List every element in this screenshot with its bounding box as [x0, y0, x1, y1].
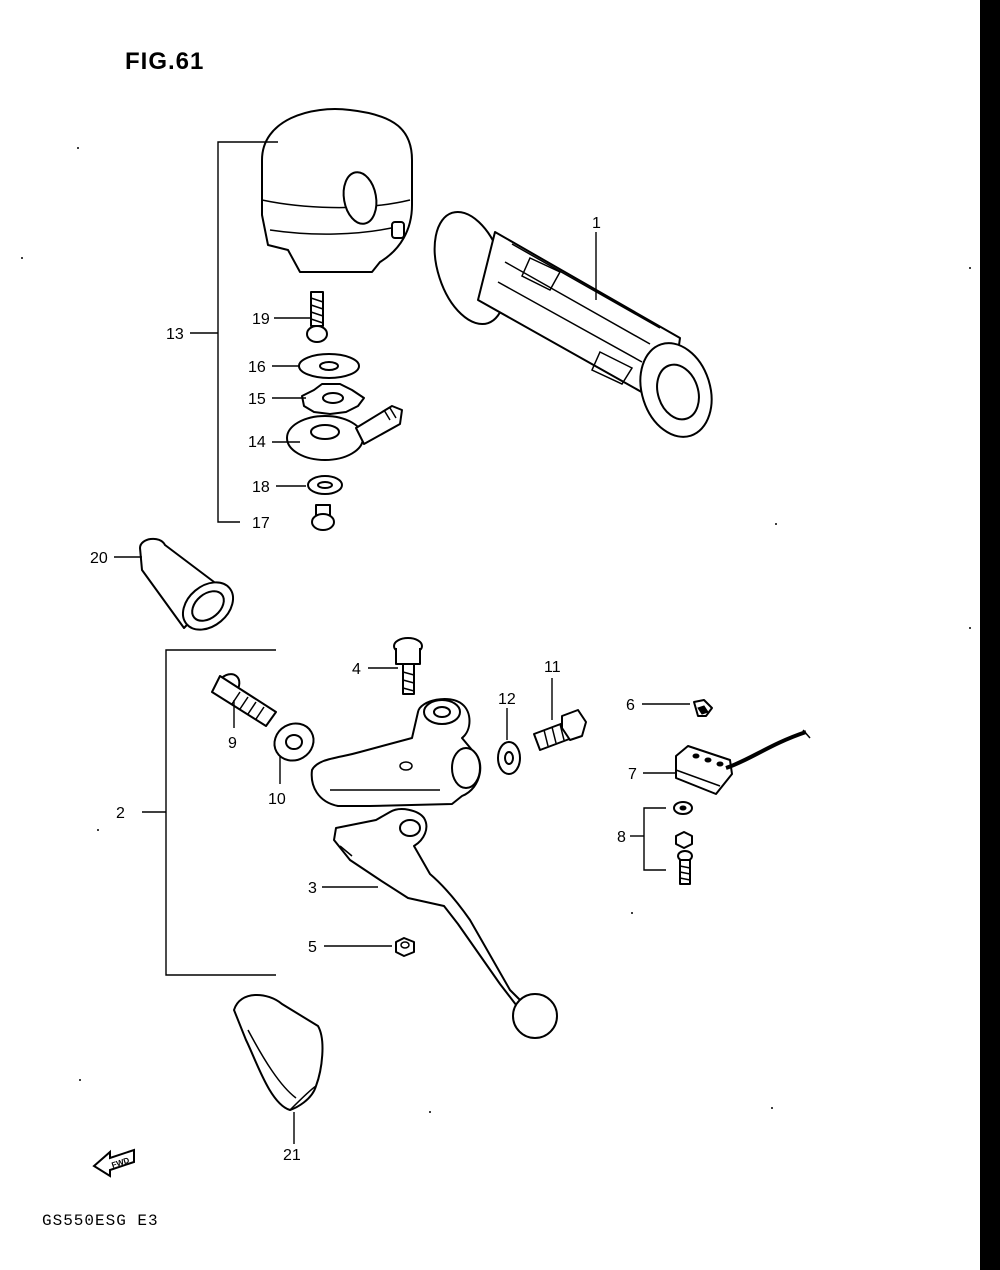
part-12-washer[interactable] [497, 741, 521, 775]
part-11-bolt[interactable] [533, 709, 587, 751]
callout-11: 11 [544, 659, 561, 676]
callout-16: 16 [248, 359, 266, 376]
callout-7: 7 [628, 766, 637, 783]
part-5-nut[interactable] [395, 937, 415, 957]
fwd-arrow-icon: FWD [92, 1148, 135, 1178]
callout-6: 6 [626, 697, 635, 714]
callout-19: 19 [252, 311, 270, 328]
part-15-lock-washer[interactable] [301, 383, 365, 415]
callout-13: 13 [166, 326, 184, 343]
callout-12: 12 [498, 691, 516, 708]
callout-1: 1 [592, 215, 601, 232]
callout-9: 9 [228, 735, 237, 752]
bracket-13 [217, 141, 278, 523]
leader-lines [114, 232, 690, 1144]
callout-18: 18 [252, 479, 270, 496]
part-14-stop-plate[interactable] [286, 405, 403, 461]
part-20-boot[interactable] [139, 537, 242, 639]
callout-2: 2 [116, 805, 125, 822]
model-code: GS550ESG E3 [42, 1212, 159, 1230]
callout-21: 21 [283, 1147, 301, 1164]
callout-4: 4 [352, 661, 361, 678]
part-13-throttle-housing[interactable] [261, 108, 413, 273]
bracket-8 [643, 807, 666, 871]
part-18-washer[interactable] [307, 475, 343, 495]
callout-8: 8 [617, 829, 626, 846]
part-19-screw[interactable] [306, 291, 328, 343]
part-17-screw[interactable] [311, 504, 335, 531]
part-1-grip[interactable] [422, 203, 724, 446]
part-10-lock-nut[interactable] [268, 716, 321, 767]
lever-bracket[interactable] [310, 697, 482, 807]
scan-specks [21, 147, 971, 1113]
callout-20: 20 [90, 550, 108, 567]
callout-17: 17 [252, 515, 270, 532]
part-6-clip[interactable] [693, 699, 713, 717]
figure-title: FIG.61 [125, 48, 205, 75]
callout-labels: 1 2 3 4 5 6 7 8 9 10 11 12 13 14 15 16 1… [90, 215, 637, 1164]
callout-14: 14 [248, 434, 266, 451]
callout-10: 10 [268, 791, 286, 808]
part-3-clutch-lever[interactable] [333, 808, 558, 1039]
callout-3: 3 [308, 880, 317, 897]
part-7-clutch-switch[interactable] [675, 729, 811, 795]
page-edge-bar [980, 0, 1000, 1270]
part-4-bolt[interactable] [393, 637, 423, 695]
part-8-screw-set[interactable] [673, 801, 693, 885]
callout-15: 15 [248, 391, 266, 408]
part-9-adjuster-bolt[interactable] [211, 670, 277, 727]
part-21-lever-cover[interactable] [233, 993, 324, 1111]
callout-5: 5 [308, 939, 317, 956]
part-16-washer[interactable] [298, 353, 360, 379]
